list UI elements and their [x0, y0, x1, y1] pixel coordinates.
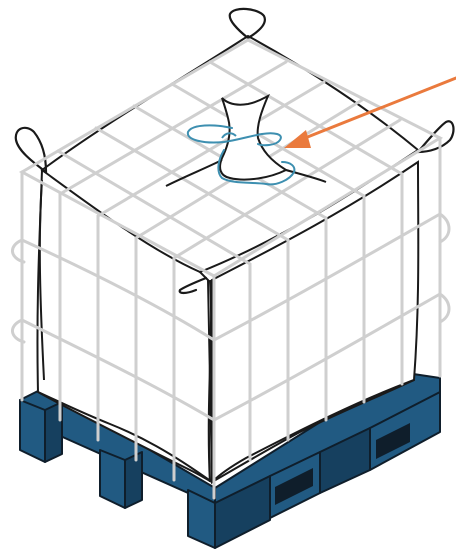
cage-band	[212, 212, 442, 342]
cage-top-line	[208, 60, 404, 176]
bulk-bag	[36, 34, 420, 485]
cage-top-line	[56, 149, 252, 266]
discharge-spout-icon	[165, 93, 327, 187]
spout-tie-knot	[221, 132, 237, 139]
loop-left	[14, 126, 48, 174]
spout-tie-cord	[186, 124, 296, 186]
arrow-head	[284, 130, 311, 148]
bag-bottom-edge-right	[211, 379, 415, 483]
pallet-block-left-outer	[19, 399, 46, 463]
fork-opening-2	[376, 423, 410, 459]
fork-opening-1	[275, 468, 313, 505]
spout-base-left	[165, 159, 223, 187]
pallet-block-left-outer-side	[44, 401, 63, 463]
arrow-shaft	[298, 76, 456, 142]
cage-band-loop	[11, 238, 26, 264]
pallet-block-left-mid	[99, 449, 126, 509]
pallet	[19, 371, 441, 549]
pallet-block-left-mid-side	[124, 451, 143, 509]
cage-band	[20, 318, 216, 422]
spout-base-right	[285, 169, 327, 183]
bag-seam-left	[38, 179, 45, 381]
cage-band-loop	[11, 318, 26, 344]
cage-band-loop	[438, 292, 451, 324]
loop-front	[178, 276, 208, 295]
bag-corner-seam	[207, 279, 213, 483]
cage-top-line	[96, 80, 326, 218]
pointer-arrow-icon	[284, 76, 456, 148]
loop-back	[228, 7, 266, 40]
cage-top-line	[94, 126, 290, 242]
cage-top-line	[172, 118, 402, 260]
cage-band-loop	[438, 212, 451, 244]
cage-band	[212, 292, 442, 422]
cage-band	[20, 238, 216, 342]
pallet-block-front-side	[214, 475, 271, 549]
steel-cage	[11, 38, 451, 500]
cage-top-line	[170, 82, 366, 198]
bag-right-face	[211, 160, 420, 485]
cage-top-line	[58, 60, 288, 196]
